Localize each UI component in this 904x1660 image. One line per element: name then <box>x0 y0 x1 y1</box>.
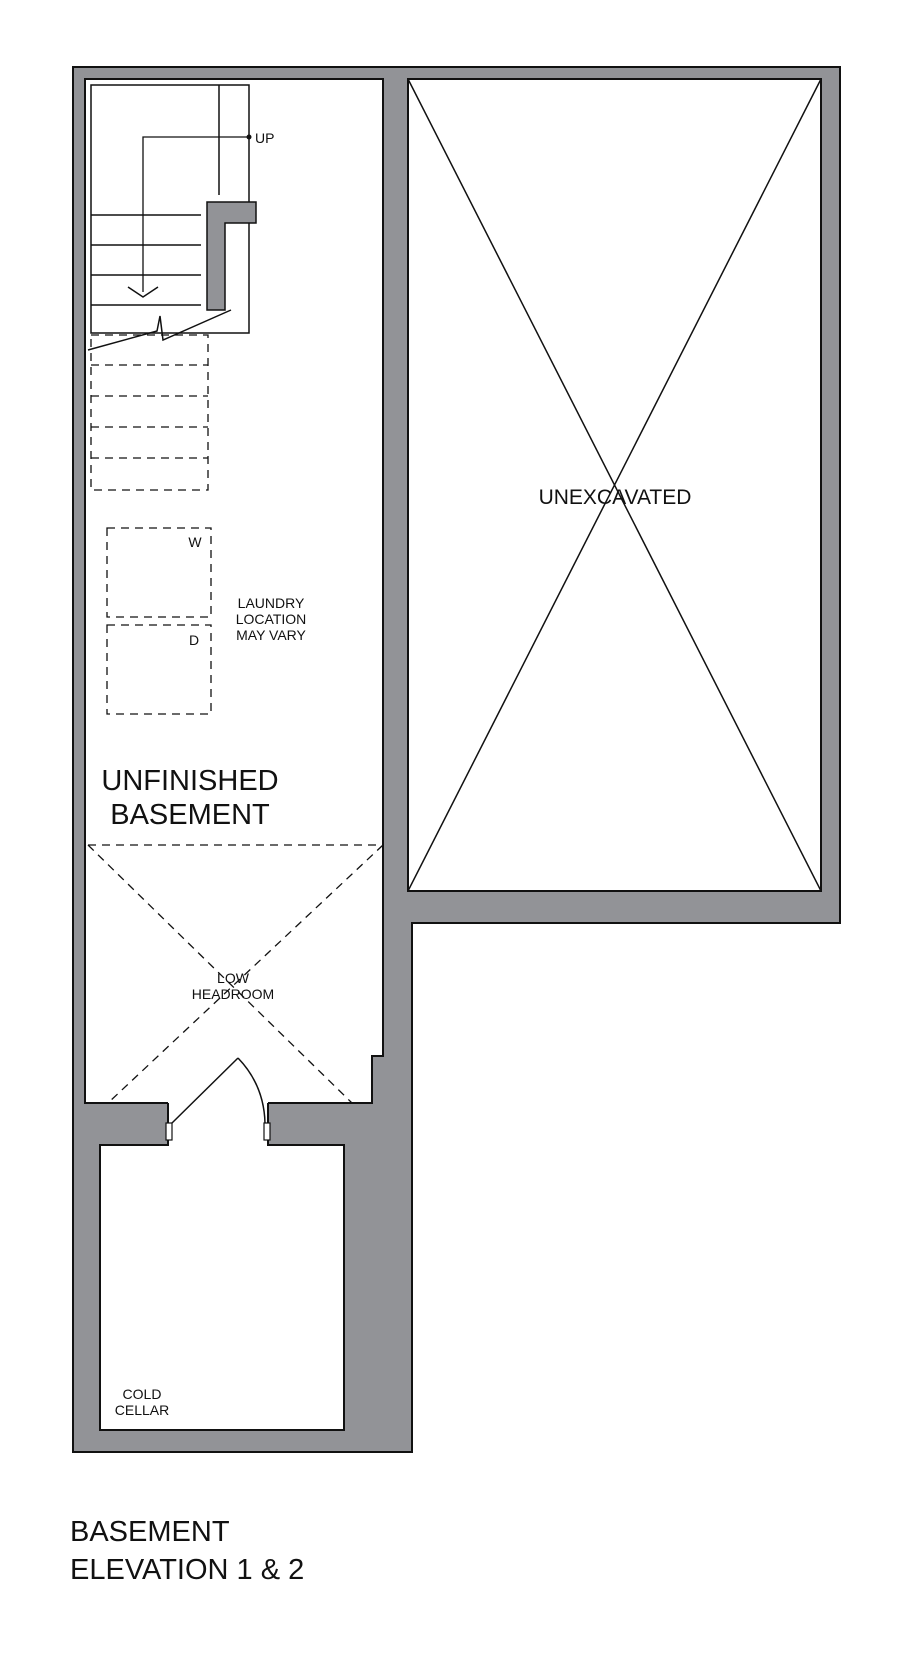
stair-start-dot <box>246 134 252 140</box>
unfinished-basement-label-line2: BASEMENT <box>110 799 270 831</box>
laundry-label-line1: LAUNDRY <box>238 595 305 611</box>
washer-label: W <box>188 534 202 550</box>
washer-outline <box>106 527 212 618</box>
plan-caption-title: BASEMENT <box>70 1516 230 1548</box>
laundry-label-line3: MAY VARY <box>236 627 306 643</box>
stair-break-line <box>87 309 232 351</box>
stair-direction-line <box>142 136 249 292</box>
unfinished-basement-label-line1: UNFINISHED <box>101 765 278 797</box>
stair-up-label: UP <box>255 130 274 146</box>
basement-floor <box>84 78 384 1104</box>
door-swing-arc <box>237 1057 266 1124</box>
cold-cellar-door-opening <box>168 1102 268 1146</box>
laundry-label-line2: LOCATION <box>236 611 307 627</box>
plan-caption-subtitle: ELEVATION 1 & 2 <box>70 1554 305 1586</box>
unexcavated-diagonal-2 <box>407 78 822 892</box>
unexcavated-label: UNEXCAVATED <box>539 486 692 509</box>
stair-wall <box>206 201 257 311</box>
door-stop-left <box>165 1122 173 1141</box>
cold-cellar-label-line1: COLD <box>123 1386 162 1402</box>
cold-cellar-label-line2: CELLAR <box>115 1402 169 1418</box>
low-headroom-label-line2: HEADROOM <box>192 986 274 1002</box>
dryer-outline <box>106 624 212 715</box>
low-headroom-label-line1: LOW <box>217 970 250 986</box>
dryer-label: D <box>189 632 199 648</box>
plan-caption: BASEMENT ELEVATION 1 & 2 <box>70 1513 304 1589</box>
door-leaf <box>171 1057 239 1124</box>
low-headroom-zone <box>87 844 384 1104</box>
stair-lower-flight <box>90 334 209 491</box>
door-stop-right <box>263 1122 271 1141</box>
stair-arrow-head <box>127 286 159 298</box>
